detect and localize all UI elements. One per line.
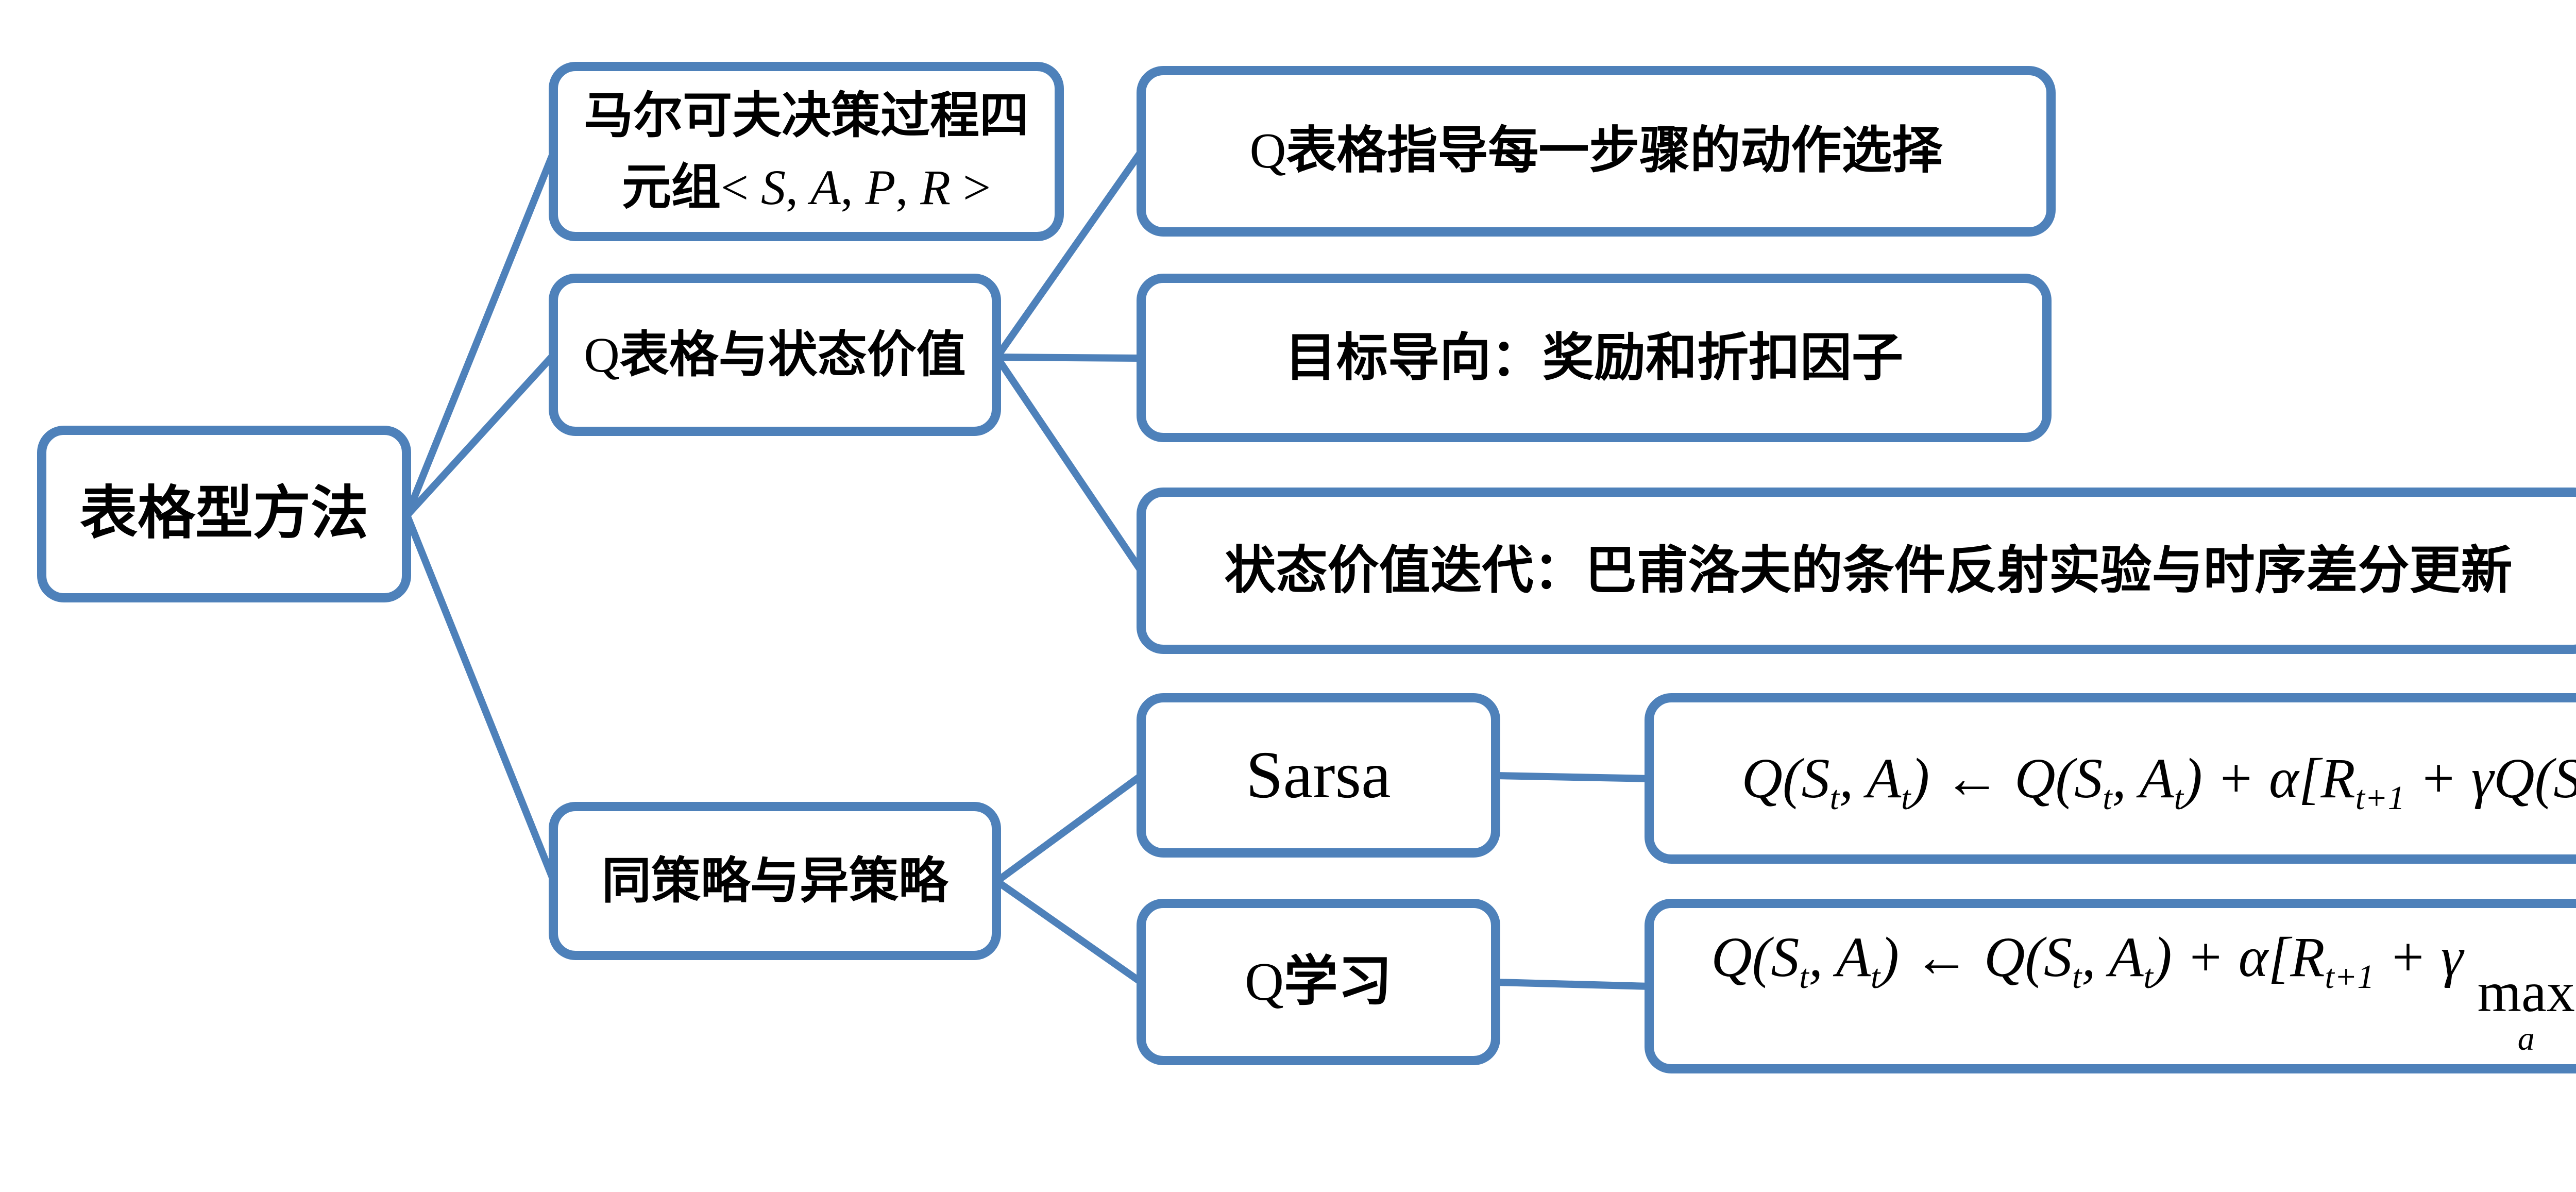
formula-subscript: t (2103, 779, 2112, 817)
label-text-plain: > (950, 160, 991, 215)
formula-text: + γQ(S (2404, 746, 2576, 810)
formula-subscript: t (1829, 779, 1839, 817)
label-text: 状态价值迭代：巴甫洛夫的条件反射实验与时序差分更新 (1224, 542, 2513, 599)
formula-text: , A (2112, 746, 2174, 810)
node-text-line: 状态价值迭代：巴甫洛夫的条件反射实验与时序差分更新 (1225, 533, 2513, 608)
formula-text: ) ← Q(S (1910, 746, 2103, 810)
node-mdp: 马尔可夫决策过程四元组< S, A, P, R > (549, 62, 1064, 241)
label-text-plain: , (840, 160, 866, 215)
node-text-line: 目标导向：奖励和折扣因子 (1285, 321, 1903, 395)
label-text-plain: < (720, 160, 761, 215)
node-text-line: Sarsa (1246, 727, 1391, 824)
edge-onoff-sarsa (993, 772, 1145, 885)
edge-root-mdp (403, 148, 557, 519)
edge-qtable-valueiter (993, 354, 1145, 575)
formula-subscript: t (1870, 958, 1880, 996)
label-text: 学习 (1283, 951, 1392, 1012)
node-text-line: Q(St, At) ← Q(St, At) + α[Rt+1 + γQ(St+1… (1742, 737, 2576, 820)
node-qtable: Q表格与状态价值 (549, 274, 1001, 436)
formula-text: ) ← Q(S (1880, 925, 2073, 988)
label-text-math: S (761, 160, 786, 215)
node-sarsa-formula: Q(St, At) ← Q(St, At) + α[Rt+1 + γQ(St+1… (1645, 693, 2576, 864)
edge-sarsa-sarsa-formula (1493, 772, 1655, 782)
label-text-math: R (920, 160, 951, 215)
formula-subscript: t+1 (2325, 958, 2375, 996)
edge-root-onoff (403, 512, 557, 885)
label-text-plain: Q (584, 327, 620, 382)
node-text-line: 同策略与异策略 (602, 845, 948, 917)
edge-root-qtable (403, 351, 557, 519)
formula-text: , A (1839, 746, 1902, 810)
formula-text: ) + α[R (2153, 925, 2325, 988)
node-text-line: 元组< S, A, P, R > (622, 152, 991, 223)
edge-qtable-qguide (993, 148, 1145, 361)
edge-onoff-qlearn (993, 878, 1145, 986)
label-text: 马尔可夫决策过程四 (584, 88, 1029, 143)
formula-subscript: t+1 (2355, 779, 2405, 817)
node-sarsa: Sarsa (1137, 693, 1500, 858)
formula-text: Q(S (1741, 746, 1830, 810)
label-text-math: A (810, 160, 841, 215)
node-text-line: Q学习 (1245, 943, 1392, 1021)
node-text-line: 马尔可夫决策过程四 (584, 80, 1029, 152)
label-text-plain: , (786, 160, 811, 215)
label-text: 元组 (621, 160, 721, 215)
node-text-line: Q表格指导每一步骤的动作选择 (1250, 114, 1943, 188)
formula-text: + γ (2374, 925, 2478, 988)
node-valueiter: 状态价值迭代：巴甫洛夫的条件反射实验与时序差分更新 (1137, 488, 2576, 654)
label-text-plain: , (895, 160, 921, 215)
label-text: 目标导向：奖励和折扣因子 (1285, 329, 1903, 387)
node-qlearn: Q学习 (1137, 899, 1500, 1065)
formula-subscript: t (2143, 958, 2153, 996)
edge-qtable-goal (993, 354, 1145, 362)
node-qguide: Q表格指导每一步骤的动作选择 (1137, 66, 2056, 237)
node-text-line: Q表格与状态价值 (584, 319, 965, 391)
node-root: 表格型方法 (37, 426, 411, 602)
formula-text: , A (1808, 925, 1871, 988)
formula-text: , A (2081, 925, 2144, 988)
formula-subscript: t (2072, 958, 2082, 996)
label-text: 表格指导每一步骤的动作选择 (1286, 123, 1943, 179)
label-text: 表格与状态价值 (619, 327, 966, 382)
label-text: 表格型方法 (80, 482, 368, 546)
formula-text: Q(S (1711, 925, 1800, 988)
label-text-plain: Sarsa (1246, 738, 1391, 813)
formula-subscript: t (2174, 779, 2184, 817)
formula-subscript: t (1799, 958, 1809, 996)
label-text: 同策略与异策略 (602, 853, 948, 909)
formula-text: ) + α[R (2183, 746, 2355, 810)
label-text-plain: Q (1249, 123, 1286, 179)
label-text-plain: Q (1245, 951, 1284, 1012)
node-goal: 目标导向：奖励和折扣因子 (1137, 274, 2052, 442)
formula-subscript: t (1901, 779, 1911, 817)
node-text-line: 表格型方法 (80, 472, 368, 556)
node-onoff: 同策略与异策略 (549, 802, 1001, 960)
label-text-math: P (865, 160, 896, 215)
edge-qlearn-qlearn-formula (1493, 979, 1655, 990)
